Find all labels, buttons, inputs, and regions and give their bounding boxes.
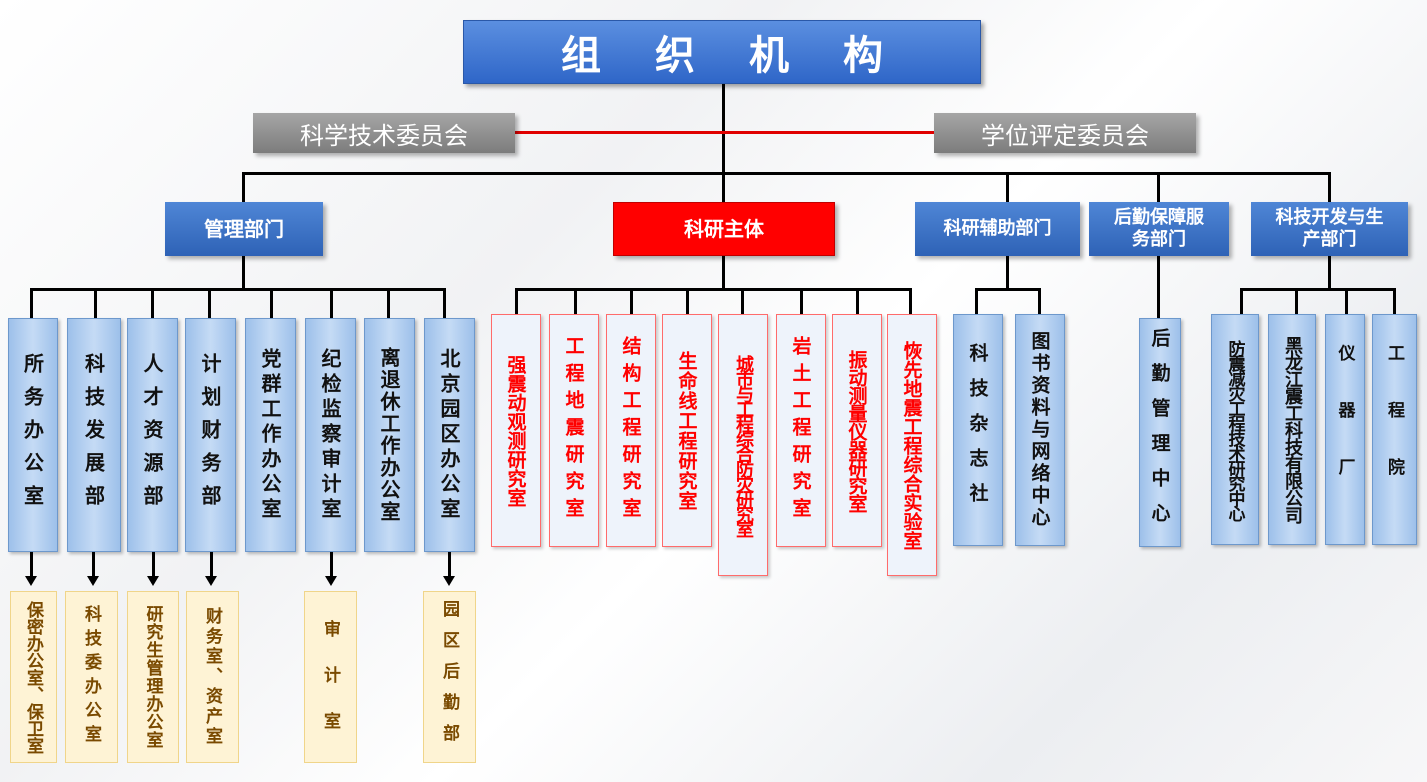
research-unit: 生命线工程研究室 bbox=[662, 314, 712, 547]
management-unit: 科技发展部 bbox=[67, 318, 121, 552]
management-subunit: 科技委办公室 bbox=[65, 591, 118, 763]
management-subunit: 财务室、资产室 bbox=[186, 591, 239, 763]
management-department: 管理部门 bbox=[165, 202, 323, 256]
management-unit: 所务办公室 bbox=[8, 318, 58, 552]
research-unit: 强震动观测研究室 bbox=[491, 314, 541, 547]
org-chart-title: 组织机构 bbox=[463, 20, 981, 84]
logistics-department: 后勤保障服务部门 bbox=[1089, 202, 1229, 256]
management-unit: 党群工作办公室 bbox=[245, 318, 296, 552]
research-unit: 岩土工程研究室 bbox=[776, 314, 826, 547]
management-subunit: 保密办公室、保卫室 bbox=[10, 591, 57, 763]
research-unit: 结构工程研究室 bbox=[606, 314, 656, 547]
research-unit: 城市与工程综合防灾研究室 bbox=[718, 314, 768, 576]
management-unit: 人才资源部 bbox=[127, 318, 178, 552]
research-unit: 工程地震研究室 bbox=[549, 314, 599, 547]
tech-dev-unit: 仪器厂 bbox=[1325, 314, 1365, 545]
tech-dev-unit: 防震减灾工程技术研究中心 bbox=[1211, 314, 1259, 545]
management-subunit: 研究生管理办公室 bbox=[127, 591, 179, 763]
support-unit: 科技杂志社 bbox=[953, 314, 1003, 546]
research-support-department: 科研辅助部门 bbox=[915, 202, 1080, 256]
science-technology-committee: 科学技术委员会 bbox=[253, 113, 515, 153]
degree-evaluation-committee: 学位评定委员会 bbox=[934, 113, 1196, 153]
management-unit: 离退休工作办公室 bbox=[364, 318, 415, 552]
tech-dev-unit: 工程院 bbox=[1372, 314, 1417, 545]
management-unit: 纪检监察审计室 bbox=[305, 318, 356, 552]
management-unit: 北京园区办公室 bbox=[424, 318, 475, 552]
research-unit: 振动测量仪器研究室 bbox=[832, 314, 882, 547]
management-subunit: 审 计 室 bbox=[304, 591, 357, 763]
support-unit: 图书资料与网络中心 bbox=[1015, 314, 1065, 546]
tech-dev-unit: 黑龙江震工科技有限公司 bbox=[1268, 314, 1316, 545]
management-unit: 计划财务部 bbox=[185, 318, 236, 552]
management-subunit: 园区后勤部 bbox=[423, 591, 476, 763]
research-unit: 恢先地震工程综合实验室 bbox=[887, 314, 937, 576]
research-main-department: 科研主体 bbox=[613, 202, 835, 256]
logistics-unit: 后勤管理中心 bbox=[1139, 318, 1181, 547]
tech-development-department: 科技开发与生产部门 bbox=[1251, 202, 1408, 256]
